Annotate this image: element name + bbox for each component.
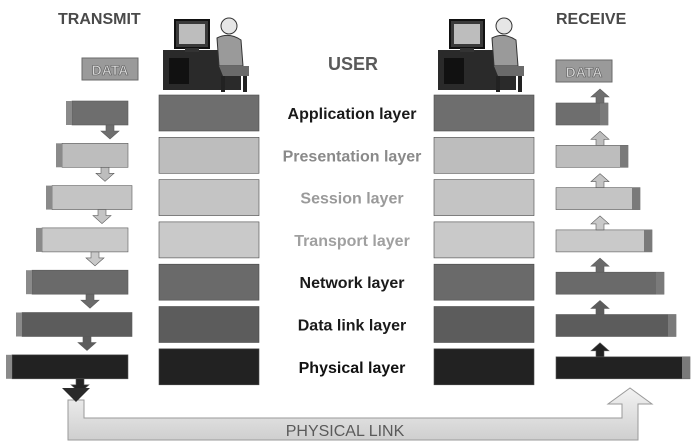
layer-block-right bbox=[433, 263, 535, 301]
down-arrow-icon bbox=[85, 251, 105, 267]
receive-bar-shadow bbox=[682, 356, 690, 379]
layer-block-left bbox=[158, 94, 260, 132]
receive-bar bbox=[555, 145, 629, 168]
computer-user-icon-right bbox=[438, 17, 524, 92]
physical-link: PHYSICAL LINK bbox=[62, 387, 654, 441]
layer-row: Data link layer bbox=[16, 300, 677, 351]
up-arrow-icon bbox=[590, 300, 610, 315]
transmit-bar-shadow bbox=[36, 227, 42, 252]
user-label: USER bbox=[328, 54, 378, 74]
layer-label: Physical layer bbox=[299, 360, 406, 377]
layer-block-right bbox=[433, 179, 535, 216]
up-arrow-icon bbox=[590, 342, 610, 358]
receive-bar bbox=[555, 314, 677, 337]
receive-bar-shadow bbox=[644, 229, 652, 252]
transmit-bar bbox=[41, 227, 129, 253]
layer-row: Session layer bbox=[46, 173, 641, 225]
layer-row: Application layer bbox=[66, 88, 610, 140]
layer-label: Presentation layer bbox=[283, 148, 422, 165]
transmit-label: TRANSMIT bbox=[58, 11, 141, 28]
receive-bar bbox=[555, 356, 691, 380]
transmit-data-box: DATA bbox=[81, 57, 139, 81]
up-arrow-icon bbox=[590, 130, 610, 146]
transmit-bar-shadow bbox=[46, 185, 52, 210]
layer-block-left bbox=[158, 179, 260, 216]
transmit-bar-shadow bbox=[26, 270, 32, 295]
layer-row: Network layer bbox=[26, 257, 665, 309]
layer-block-left bbox=[158, 306, 260, 343]
down-arrow-icon bbox=[77, 336, 97, 351]
receive-bar bbox=[555, 187, 641, 210]
receive-bar bbox=[555, 229, 653, 253]
layer-block-left bbox=[158, 348, 260, 386]
layer-block-right bbox=[433, 348, 535, 386]
layer-block-right bbox=[433, 306, 535, 343]
layer-block-right bbox=[433, 137, 535, 174]
receive-bar-shadow bbox=[600, 103, 608, 125]
layer-block-left bbox=[158, 263, 260, 301]
down-arrow-icon bbox=[92, 209, 112, 225]
receive-data-box: DATA bbox=[555, 59, 613, 83]
transmit-bar bbox=[71, 100, 129, 126]
transmit-bar bbox=[31, 269, 129, 295]
layer-block-left bbox=[158, 221, 260, 259]
down-arrow-icon bbox=[100, 124, 120, 140]
layer-label: Network layer bbox=[300, 275, 405, 292]
receive-data-label: DATA bbox=[566, 64, 603, 80]
transmit-bar bbox=[61, 143, 129, 168]
layer-row: Physical layer bbox=[6, 342, 691, 394]
up-arrow-icon bbox=[590, 257, 610, 273]
up-arrow-icon bbox=[590, 173, 610, 188]
layer-label: Data link layer bbox=[298, 318, 407, 335]
receive-bar bbox=[555, 271, 665, 295]
layer-label: Transport layer bbox=[294, 233, 410, 250]
down-arrow-icon bbox=[95, 167, 115, 182]
transmit-bar bbox=[21, 312, 133, 337]
receive-bar-shadow bbox=[620, 145, 628, 168]
up-arrow-icon bbox=[590, 215, 610, 231]
physical-link-label: PHYSICAL LINK bbox=[286, 423, 405, 440]
layer-block-right bbox=[433, 94, 535, 132]
receive-bar-shadow bbox=[668, 314, 676, 337]
receive-bar-shadow bbox=[632, 187, 640, 210]
layer-block-left bbox=[158, 137, 260, 174]
receive-bar-shadow bbox=[656, 272, 664, 295]
computer-user-icon-left bbox=[163, 17, 249, 92]
transmit-bar-shadow bbox=[66, 101, 72, 125]
down-arrow-icon bbox=[80, 293, 100, 309]
receive-label: RECEIVE bbox=[556, 11, 627, 28]
transmit-data-label: DATA bbox=[92, 62, 129, 78]
transmit-bar bbox=[11, 354, 129, 380]
layer-row: Presentation layer bbox=[56, 130, 629, 182]
up-arrow-icon bbox=[590, 88, 610, 104]
physical-link-down-arrow-icon bbox=[62, 388, 90, 402]
layer-label: Application layer bbox=[288, 106, 417, 123]
transmit-bar-shadow bbox=[16, 312, 22, 337]
layer-row: Transport layer bbox=[36, 215, 653, 267]
layer-label: Session layer bbox=[300, 191, 403, 208]
layer-block-right bbox=[433, 221, 535, 259]
transmit-bar-shadow bbox=[56, 143, 62, 168]
physical-link-arrow bbox=[67, 387, 654, 441]
transmit-bar-shadow bbox=[6, 354, 12, 379]
transmit-bar bbox=[51, 185, 133, 210]
